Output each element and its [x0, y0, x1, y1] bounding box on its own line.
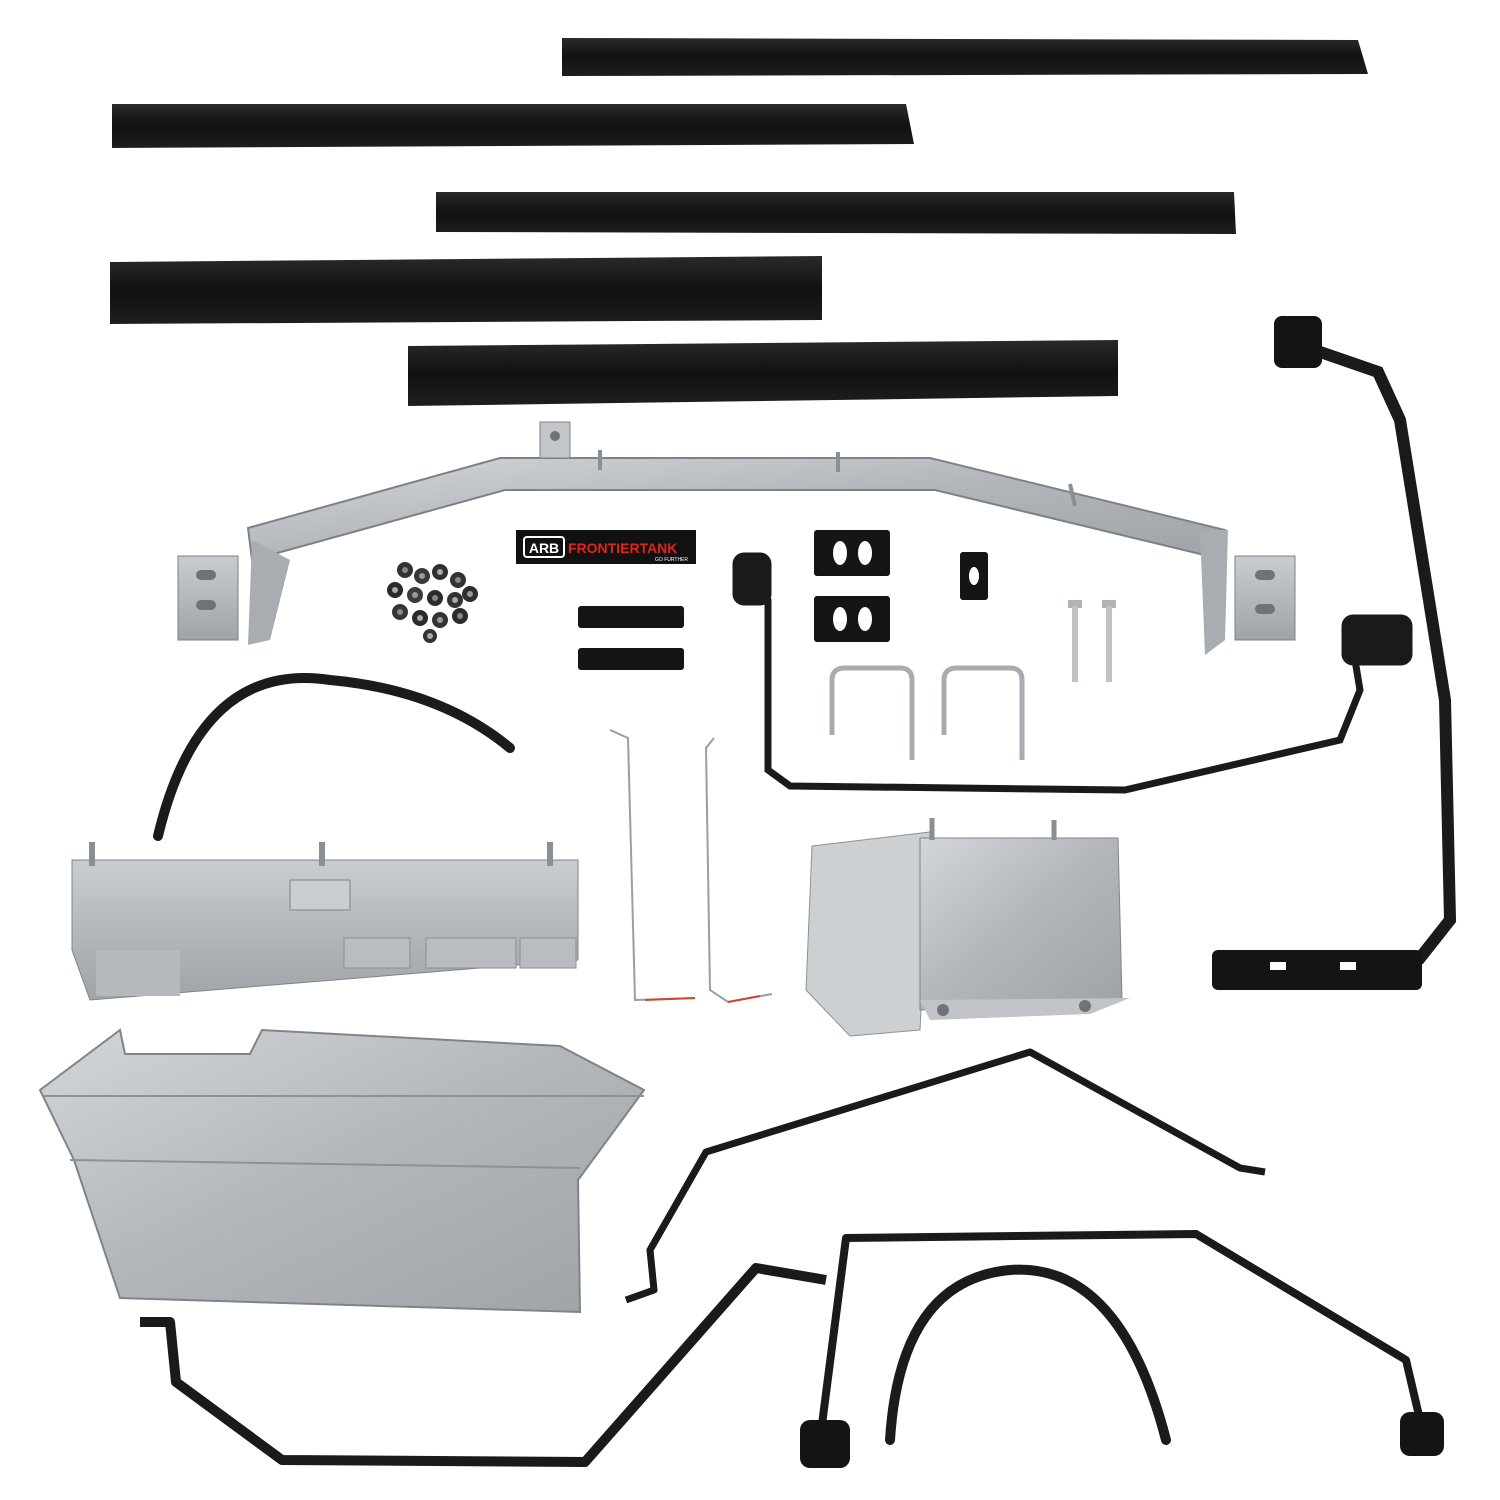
- strap-bottom-left: [140, 1263, 827, 1467]
- rubber-strip-2: [112, 104, 914, 148]
- label-tagline: GO FURTHER: [655, 557, 688, 563]
- wire-rods: [609, 729, 773, 1004]
- rubber-strip-5: [408, 340, 1118, 406]
- strap-long-middle: [624, 1048, 1266, 1304]
- crossmember-right-mount: [1234, 555, 1296, 641]
- fuel-hose-lower: [885, 1264, 1171, 1445]
- fuel-hose-upper: [153, 673, 515, 841]
- arb-frontiertank-label: ARB FRONTIERTANK GO FURTHER: [516, 530, 696, 564]
- skid-plate: [38, 1028, 646, 1314]
- rubber-strip-4: [110, 256, 822, 324]
- rubber-strip-1: [562, 38, 1368, 76]
- label-product: FRONTIERTANK: [568, 540, 677, 556]
- crossmember-left-mount: [177, 555, 239, 641]
- tank-crossmember: [177, 421, 1296, 655]
- spacer-plates: [578, 530, 988, 670]
- strap-bottom-right: [800, 1230, 1444, 1468]
- strap-small: [732, 552, 1413, 794]
- strap-tall-right: [1212, 316, 1457, 990]
- rubber-strip-3: [436, 192, 1236, 234]
- u-bolts: [829, 665, 1025, 760]
- label-brand: ARB: [529, 540, 559, 556]
- nut-pile: [387, 562, 478, 643]
- heat-shield-right: [805, 818, 1130, 1037]
- rubber-strips: [110, 38, 1368, 406]
- galvanized-bracket-left: [71, 842, 579, 1001]
- long-bolts: [1068, 600, 1116, 682]
